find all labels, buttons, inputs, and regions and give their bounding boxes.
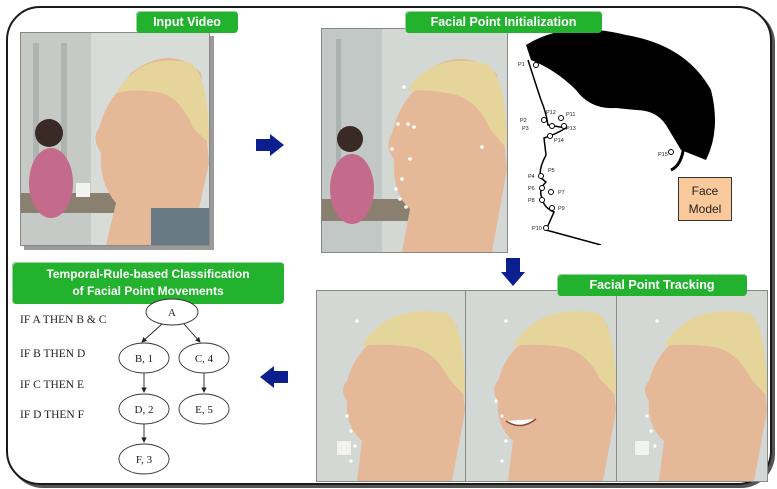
rule-4: IF D THEN F <box>20 409 85 421</box>
face-model-line2: Model <box>688 202 722 216</box>
point-label-p15: P15 <box>658 152 668 158</box>
face-model-profile: P1 P2 P3 P4 P5 P6 P7 P8 P9 P10 P11 P12 P… <box>518 30 715 245</box>
point-label-p3: P3 <box>522 126 529 132</box>
tracking-photo-1 <box>316 290 466 482</box>
rule-2: IF B THEN D <box>20 348 86 360</box>
point-label-p8: P8 <box>528 198 535 204</box>
point-label-p13: P13 <box>566 126 576 132</box>
tree-node-c-label: C, 4 <box>195 353 214 365</box>
rule-1: IF A THEN B & C <box>20 314 107 326</box>
point-label-p5: P5 <box>548 168 555 174</box>
tracking-photo-2 <box>465 290 617 482</box>
arrow-down-icon <box>501 258 525 286</box>
point-label-p14: P14 <box>554 138 564 144</box>
point-label-p1: P1 <box>518 62 525 68</box>
facial-point-tracking-label: Facial Point Tracking <box>557 274 747 296</box>
classification-label: Temporal-Rule-based Classification of Fa… <box>12 262 284 304</box>
tree-node-f <box>118 443 170 475</box>
point-label-p10: P10 <box>532 226 542 232</box>
face-model-box: Face Model <box>678 177 732 221</box>
tree-node-a <box>145 298 199 326</box>
point-label-p2: P2 <box>520 118 527 124</box>
tree-node-e-label: E, 5 <box>195 404 213 416</box>
tree-node-b-label: B, 1 <box>135 353 153 365</box>
point-label-p6: P6 <box>528 186 535 192</box>
tree-node-c <box>178 342 230 374</box>
tree-node-a-label: A <box>168 307 176 319</box>
tree-node-d-label: D, 2 <box>135 404 154 416</box>
arrow-left-icon <box>260 366 288 388</box>
input-video-photo <box>20 32 210 246</box>
point-label-p11: P11 <box>566 112 575 118</box>
classification-label-line2: of Facial Point Movements <box>72 284 224 298</box>
tracking-photo-3 <box>616 290 768 482</box>
point-label-p7: P7 <box>558 190 565 196</box>
tree-node-e <box>178 393 230 425</box>
arrow-right-icon <box>256 134 284 156</box>
facial-point-init-photo <box>321 28 508 253</box>
rule-tree: A B, 1 C, 4 D, 2 E, 5 F, 3 <box>118 298 230 475</box>
face-model-line1: Face <box>691 184 719 198</box>
rule-3: IF C THEN E <box>20 379 84 391</box>
tree-node-d <box>118 393 170 425</box>
point-label-p4: P4 <box>528 174 535 180</box>
point-label-p12: P12 <box>546 110 556 116</box>
tree-node-f-label: F, 3 <box>136 454 153 466</box>
tree-node-b <box>118 342 170 374</box>
classification-label-line1: Temporal-Rule-based Classification <box>46 267 250 281</box>
input-video-label: Input Video <box>136 11 238 33</box>
facial-point-init-label: Facial Point Initialization <box>405 11 602 33</box>
point-label-p9: P9 <box>558 206 565 212</box>
